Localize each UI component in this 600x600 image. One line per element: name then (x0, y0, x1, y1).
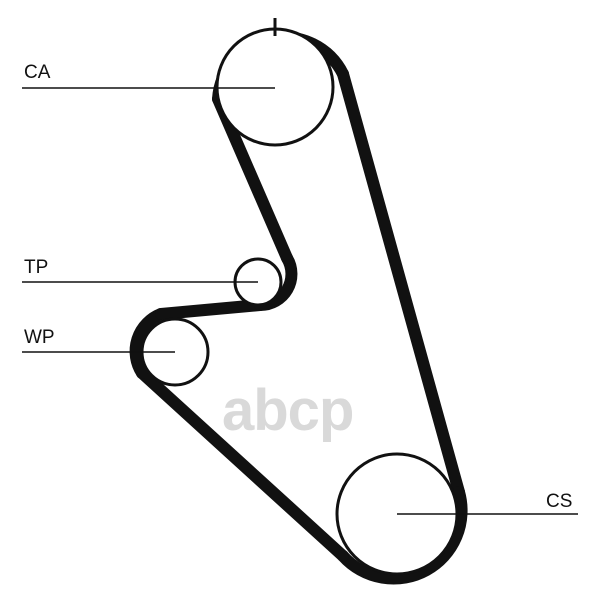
label-camshaft: CA (24, 62, 51, 83)
belt-water-pump-wrap (129, 308, 167, 379)
watermark-logo: abcp (222, 378, 353, 443)
camshaft-pulley (215, 27, 335, 147)
leader-lines (22, 87, 578, 515)
label-tensioner: TP (24, 257, 48, 278)
belt-upper-left-run (212, 93, 293, 264)
belt-middle-run (155, 299, 266, 320)
belt-lower-left-run (136, 367, 349, 562)
belt-crankshaft-wrap (337, 486, 468, 585)
label-water-pump: WP (24, 327, 55, 348)
label-crankshaft: CS (546, 491, 572, 512)
timing-belt (129, 31, 468, 585)
belt-right-run (337, 68, 465, 498)
